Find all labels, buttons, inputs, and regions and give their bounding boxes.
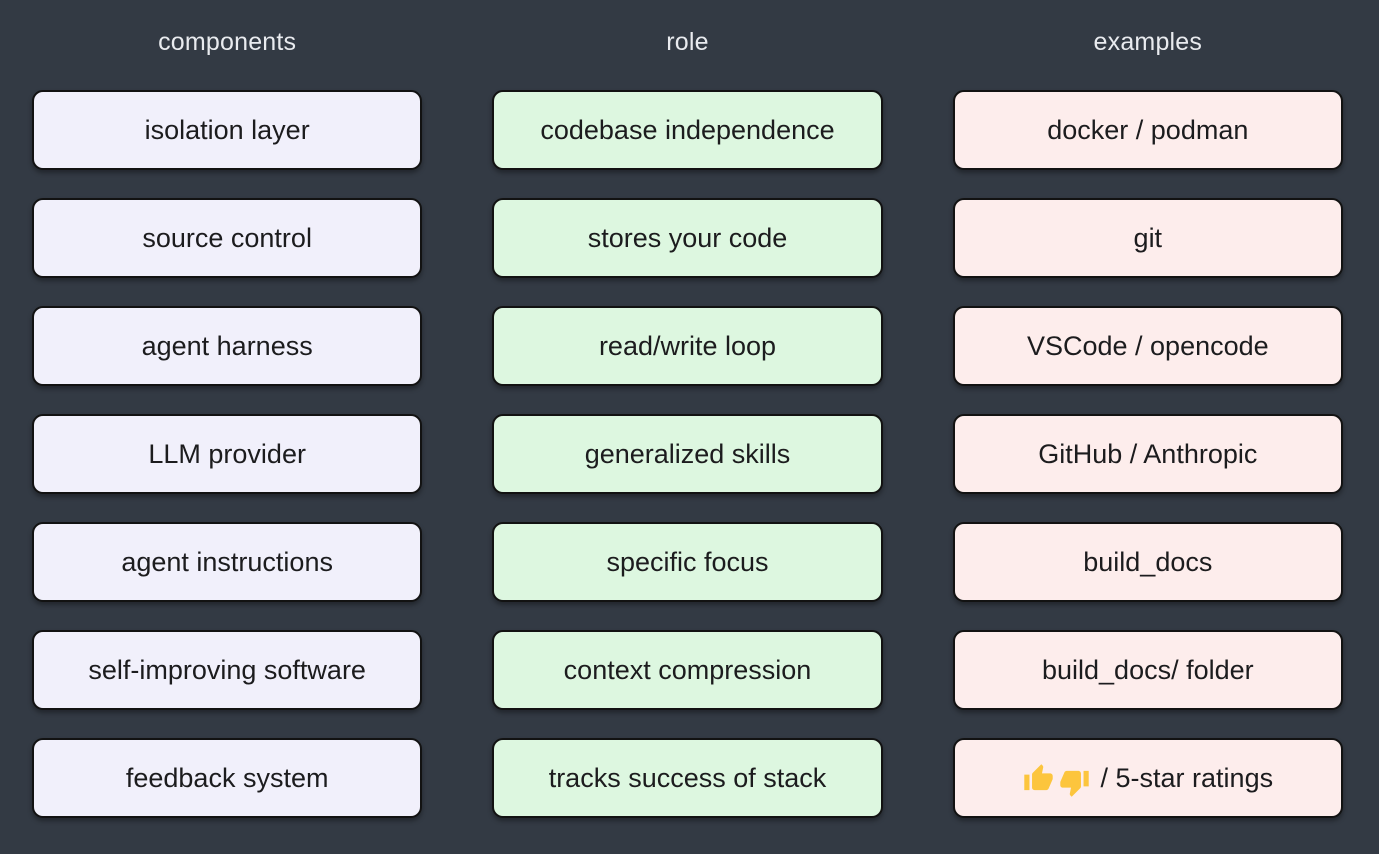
box-label: self-improving software: [88, 654, 366, 685]
box-label: specific focus: [606, 546, 769, 577]
box-label: build_docs/ folder: [1042, 654, 1254, 685]
box-label: isolation layer: [144, 114, 310, 145]
box-generalized-skills: generalized skills: [492, 414, 883, 494]
box-label: VSCode / opencode: [1026, 330, 1269, 361]
column-role: role codebase independence stores your c…: [492, 14, 883, 818]
box-tracks-success-of-stack: tracks success of stack: [492, 738, 883, 818]
box-github-anthropic: GitHub / Anthropic: [952, 414, 1343, 494]
box-git: git: [952, 198, 1343, 278]
box-self-improving-software: self-improving software: [32, 630, 423, 710]
box-label: build_docs: [1083, 546, 1213, 577]
box-llm-provider: LLM provider: [32, 414, 423, 494]
box-agent-instructions: agent instructions: [32, 522, 423, 602]
box-label: git: [1133, 222, 1163, 253]
box-label: feedback system: [125, 762, 329, 793]
box-build-docs: build_docs: [952, 522, 1343, 602]
box-agent-harness: agent harness: [32, 306, 423, 386]
box-vscode-opencode: VSCode / opencode: [952, 306, 1343, 386]
box-feedback-system: feedback system: [32, 738, 423, 818]
column-title-role: role: [666, 27, 709, 56]
box-label: codebase independence: [540, 114, 835, 145]
thumbs-up-icon: [1023, 763, 1054, 794]
box-label: docker / podman: [1047, 114, 1249, 145]
box-read-write-loop: read/write loop: [492, 306, 883, 386]
column-title-examples: examples: [1093, 27, 1203, 56]
column-title-components: components: [158, 27, 297, 56]
box-label: context compression: [563, 654, 812, 685]
box-stores-your-code: stores your code: [492, 198, 883, 278]
box-label: source control: [142, 222, 312, 253]
box-label: generalized skills: [584, 438, 791, 469]
box-label: agent instructions: [121, 546, 333, 577]
box-thumbs-ratings: / 5-star ratings: [952, 738, 1343, 818]
box-label: stores your code: [587, 222, 788, 253]
column-components: components isolation layer source contro…: [32, 14, 423, 818]
box-label: agent harness: [141, 330, 313, 361]
box-build-docs-folder: build_docs/ folder: [952, 630, 1343, 710]
box-source-control: source control: [32, 198, 423, 278]
box-specific-focus: specific focus: [492, 522, 883, 602]
box-label: GitHub / Anthropic: [1038, 438, 1258, 469]
box-isolation-layer: isolation layer: [32, 90, 423, 170]
column-examples: examples docker / podman git VSCode / op…: [952, 14, 1343, 818]
box-label: / 5-star ratings: [1100, 762, 1274, 793]
box-docker-podman: docker / podman: [952, 90, 1343, 170]
box-codebase-independence: codebase independence: [492, 90, 883, 170]
box-context-compression: context compression: [492, 630, 883, 710]
thumbs-down-icon: [1059, 767, 1090, 798]
box-label: read/write loop: [598, 330, 777, 361]
box-label: LLM provider: [148, 438, 306, 469]
box-label: tracks success of stack: [548, 762, 827, 793]
